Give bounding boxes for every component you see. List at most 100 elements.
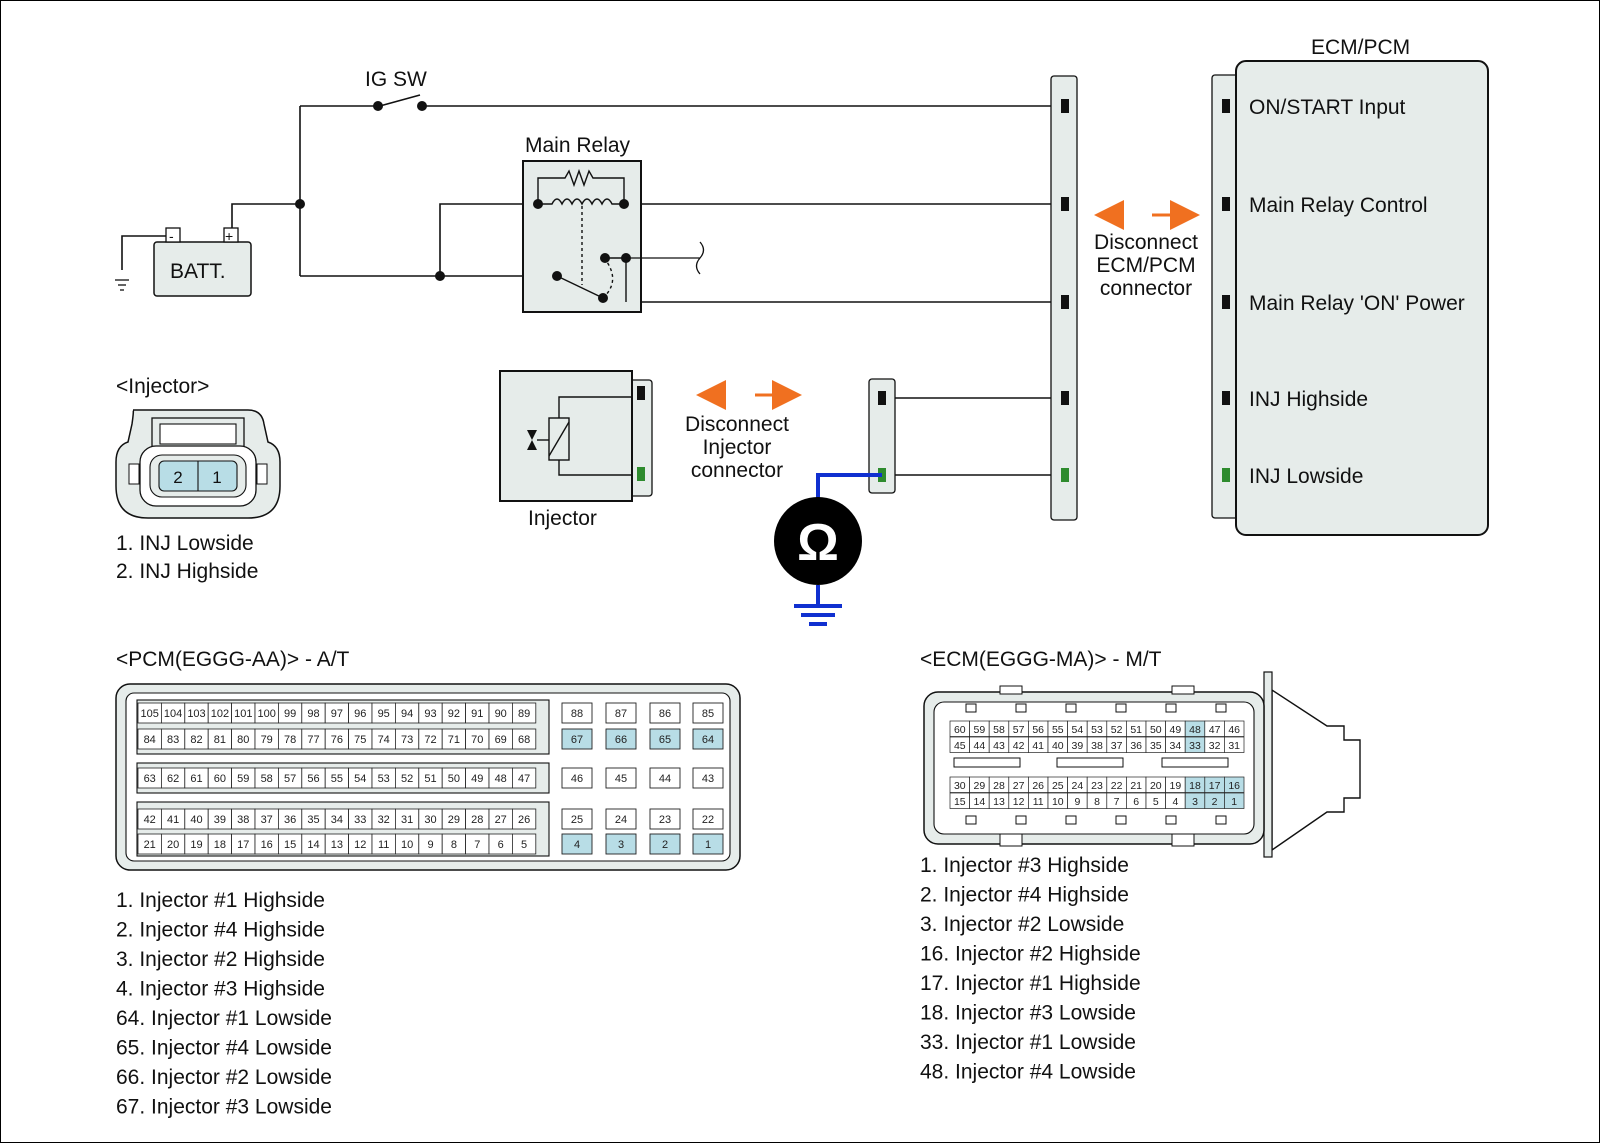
pcm-pin-number: 59	[237, 773, 249, 785]
battery-positive-sign: +	[225, 228, 233, 244]
pcm-pin-number: 36	[284, 814, 296, 826]
pcm-pin-number: 95	[378, 708, 390, 720]
ecm-pin-description: 33. Injector #1 Lowside	[920, 1031, 1136, 1054]
pcm-pin-number: 101	[234, 708, 252, 720]
ecm-module-pin	[1222, 99, 1230, 113]
pcm-pin-cell	[692, 808, 724, 830]
ecm-harness-pin	[1061, 391, 1069, 405]
pcm-pin-cell	[512, 833, 537, 855]
pcm-pin-number: 99	[284, 708, 296, 720]
pcm-pin-number: 24	[615, 814, 627, 826]
ecm-pin-number: 18	[1189, 780, 1201, 792]
pcm-pin-number: 77	[307, 734, 319, 746]
disconnect-injector-line-1: Disconnect	[685, 413, 789, 436]
ecm-pcm-title: ECM/PCM	[1311, 36, 1410, 59]
pcm-pin-number: 46	[571, 773, 583, 785]
pcm-pin-number: 65	[659, 734, 671, 746]
ecm-pin-number: 45	[954, 740, 966, 752]
ecm-module-pin	[1222, 468, 1230, 482]
pcm-pin-number: 11	[378, 839, 389, 851]
ecm-pin-number: 25	[1052, 780, 1064, 792]
ecm-pin-number: 37	[1111, 740, 1123, 752]
pcm-pin-number: 32	[378, 814, 390, 826]
pcm-pin-number: 89	[518, 708, 530, 720]
pcm-pin-number: 25	[571, 814, 583, 826]
pcm-pin-number: 57	[284, 773, 296, 785]
ecm-pin-number: 59	[974, 724, 986, 736]
pcm-pin-number: 91	[471, 708, 483, 720]
pcm-pin-description: 64. Injector #1 Lowside	[116, 1007, 332, 1030]
ecm-pin-number: 39	[1072, 740, 1084, 752]
pcm-pin-number: 87	[615, 708, 627, 720]
ecm-pin-cell	[1224, 736, 1245, 753]
ohmmeter: Ω	[774, 473, 882, 626]
pcm-pin-number: 66	[615, 734, 627, 746]
pcm-pin-number: 81	[214, 734, 226, 746]
pcm-pin-number: 72	[424, 734, 436, 746]
ecm-pin-number: 33	[1189, 740, 1201, 752]
disconnect-ecm-line-3: connector	[1100, 277, 1192, 300]
pcm-pin-number: 6	[498, 839, 504, 851]
pcm-pin-number: 26	[518, 814, 530, 826]
pcm-pin-description: 4. Injector #3 Highside	[116, 978, 325, 1001]
ecm-pin-number: 3	[1192, 796, 1198, 808]
ecm-pin-label: Main Relay 'ON' Power	[1249, 292, 1465, 315]
battery-label: BATT.	[170, 260, 226, 283]
ecm-module-pin	[1222, 391, 1230, 405]
ecm-pin-number: 46	[1228, 724, 1240, 736]
injector-pin-1: 1	[212, 468, 221, 487]
pcm-pin-cell	[649, 702, 681, 724]
injector-label: Injector	[528, 507, 597, 530]
ecm-pin-number: 12	[1013, 796, 1025, 808]
ecm-pin-number: 53	[1091, 724, 1103, 736]
pcm-pin-cell	[649, 767, 681, 789]
pcm-pin-number: 75	[354, 734, 366, 746]
main-relay: Main Relay	[522, 134, 705, 313]
pcm-pin-number: 93	[424, 708, 436, 720]
pcm-pin-number: 35	[307, 814, 319, 826]
ohm-symbol: Ω	[797, 514, 839, 572]
pcm-pin-number: 41	[167, 814, 179, 826]
pcm-pin-number: 80	[237, 734, 249, 746]
pcm-pin-number: 54	[354, 773, 366, 785]
ecm-pin-number: 60	[954, 724, 966, 736]
pcm-pin-cell	[605, 833, 637, 855]
pcm-pin-number: 20	[167, 839, 179, 851]
pcm-pin-number: 22	[702, 814, 714, 826]
ecm-pin-number: 13	[993, 796, 1005, 808]
pcm-pin-number: 34	[331, 814, 343, 826]
pcm-pin-number: 33	[354, 814, 366, 826]
ecm-pin-number: 9	[1074, 796, 1080, 808]
ecm-pin-label: INJ Highside	[1249, 388, 1368, 411]
disconnect-injector-line-2: Injector	[703, 436, 772, 459]
pcm-pin-number: 60	[214, 773, 226, 785]
ecm-pin-number: 20	[1150, 780, 1162, 792]
ecm-module-pin	[1222, 197, 1230, 211]
ecm-pin-description: 1. Injector #3 Highside	[920, 854, 1129, 877]
pcm-pin-number: 86	[659, 708, 671, 720]
pcm-pin-number: 85	[702, 708, 714, 720]
pcm-pin-number: 55	[331, 773, 343, 785]
pcm-pin-cell	[692, 728, 724, 750]
ecm-pin-number: 6	[1133, 796, 1139, 808]
pcm-pin-number: 12	[354, 839, 366, 851]
pcm-pin-cell	[512, 767, 537, 789]
pcm-pin-number: 21	[144, 839, 156, 851]
pcm-pin-number: 53	[378, 773, 390, 785]
ecm-pin-number: 38	[1091, 740, 1103, 752]
pcm-pin-number: 3	[618, 839, 624, 851]
pcm-pin-number: 30	[424, 814, 436, 826]
ecm-pin-label: INJ Lowside	[1249, 465, 1363, 488]
pcm-pin-number: 71	[448, 734, 460, 746]
pcm-pin-number: 23	[659, 814, 671, 826]
pcm-pin-description: 67. Injector #3 Lowside	[116, 1096, 332, 1119]
pcm-pin-number: 84	[144, 734, 156, 746]
wiring	[121, 94, 1066, 476]
ecm-pin-number: 43	[993, 740, 1005, 752]
pcm-pin-cell	[605, 702, 637, 724]
pcm-pin-number: 69	[495, 734, 507, 746]
ecm-pin-number: 31	[1228, 740, 1240, 752]
pcm-pin-cell	[649, 728, 681, 750]
